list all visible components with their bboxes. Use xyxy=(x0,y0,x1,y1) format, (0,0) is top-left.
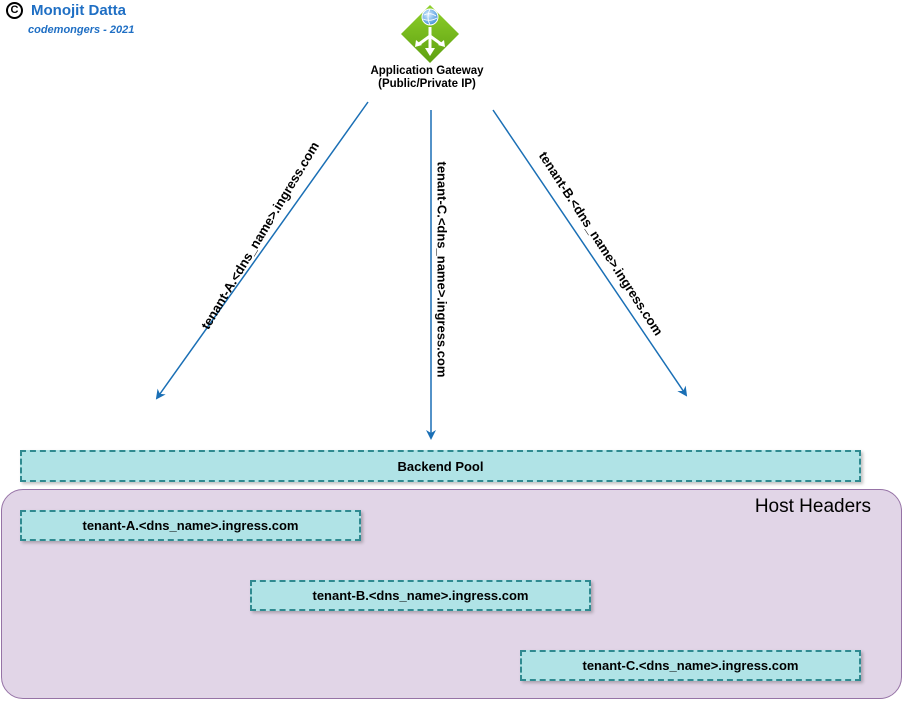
arrow-tenant-a xyxy=(155,101,369,400)
host-header-tenant-b: tenant-B.<dns_name>.ingress.com xyxy=(250,580,591,611)
host-header-label: tenant-C.<dns_name>.ingress.com xyxy=(582,658,799,673)
backend-pool: Backend Pool xyxy=(20,450,861,482)
host-header-tenant-c: tenant-C.<dns_name>.ingress.com xyxy=(520,650,861,681)
author-name: Monojit Datta xyxy=(31,2,126,19)
gateway-label: Application Gateway (Public/Private IP) xyxy=(327,65,527,91)
gateway-label-line1: Application Gateway xyxy=(370,65,484,77)
host-headers-title: Host Headers xyxy=(754,496,871,517)
host-header-label: tenant-A.<dns_name>.ingress.com xyxy=(82,518,299,533)
subtitle: codemongers - 2021 xyxy=(28,24,135,36)
backend-pool-label: Backend Pool xyxy=(397,458,484,474)
route-label-tenant-c: tenant-C.<dns_name>.ingress.com xyxy=(434,161,450,378)
copyright-row: C Monojit Datta xyxy=(6,2,126,19)
host-header-tenant-a: tenant-A.<dns_name>.ingress.com xyxy=(20,510,361,541)
arrow-tenant-b xyxy=(492,109,688,397)
gateway-label-line2: (Public/Private IP) xyxy=(378,78,476,90)
application-gateway-icon xyxy=(401,5,459,63)
copyright-icon: C xyxy=(6,2,23,19)
host-header-label: tenant-B.<dns_name>.ingress.com xyxy=(312,588,529,603)
